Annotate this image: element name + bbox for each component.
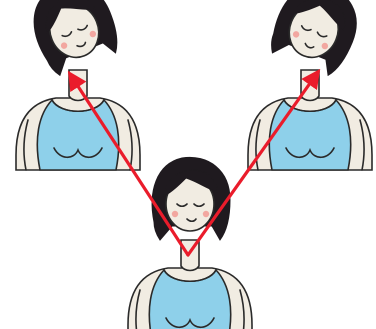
- head-tilted-left: [22, 0, 125, 78]
- head-tilted-right: [265, 0, 368, 79]
- figure-bottom-center: [128, 157, 252, 329]
- head-chin-down: [152, 157, 230, 240]
